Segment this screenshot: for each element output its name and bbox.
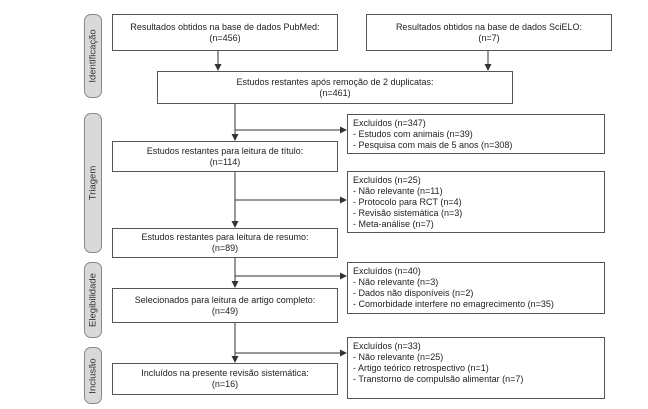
scielo-results-count: (n=7) (478, 32, 500, 43)
exclusion-3-item: - Comorbidade interfere no emagrecimento… (353, 299, 554, 309)
duplicates-removed-label: Estudos restantes após remoção de 2 dupl… (236, 76, 434, 87)
exclusion-3-title: Excluídos (n=40) (353, 266, 421, 276)
stage-label-identificacao: Identificação (84, 14, 102, 98)
title-screening-count: (n=114) (209, 156, 241, 167)
exclusion-4-item: - Não relevante (n=25) (353, 352, 444, 362)
title-screening-label: Estudos restantes para leitura de título… (146, 145, 304, 156)
abstract-screening-label: Estudos restantes para leitura de resumo… (141, 232, 309, 242)
exclusion-box-1: Excluídos (n=347) - Estudos com animais … (347, 114, 605, 154)
duplicates-removed-count: (n=461) (319, 87, 351, 98)
exclusion-3-item: - Dados não disponíveis (n=2) (353, 288, 474, 298)
abstract-screening-count: (n=89) (211, 243, 239, 253)
exclusion-3-item: - Não relevante (n=3) (353, 277, 439, 287)
exclusion-4-title: Excluídos (n=33) (353, 341, 421, 351)
stage-label-elegibilidade: Elegibilidade (84, 262, 102, 338)
stage-label-inclusao: Inclusão (84, 347, 102, 404)
pubmed-results-box: Resultados obtidos na base de dados PubM… (112, 14, 338, 51)
exclusion-4-item: - Transtorno de compulsão alimentar (n=7… (353, 374, 524, 384)
title-screening-box: Estudos restantes para leitura de título… (112, 141, 338, 172)
pubmed-results-label: Resultados obtidos na base de dados PubM… (130, 21, 320, 32)
exclusion-2-item: - Não relevante (n=11) (353, 186, 443, 196)
exclusion-4-item: - Artigo teórico retrospectivo (n=1) (353, 363, 489, 373)
exclusion-2-item: - Meta-análise (n=7) (353, 219, 434, 229)
abstract-screening-box: Estudos restantes para leitura de resumo… (112, 228, 338, 258)
full-text-count: (n=49) (211, 305, 239, 316)
exclusion-2-item: - Revisão sistemática (n=3) (353, 208, 463, 218)
included-studies-count: (n=16) (211, 379, 239, 389)
exclusion-1-title: Excluídos (n=347) (353, 118, 426, 128)
exclusion-2-title: Excluídos (n=25) (353, 175, 421, 185)
exclusion-2-item: - Protocolo para RCT (n=4) (353, 197, 462, 207)
stage-label-triagem: Triagem (84, 113, 102, 253)
full-text-box: Selecionados para leitura de artigo comp… (112, 288, 338, 323)
exclusion-box-3: Excluídos (n=40) - Não relevante (n=3) -… (347, 262, 605, 314)
exclusion-box-4: Excluídos (n=33) - Não relevante (n=25) … (347, 337, 605, 399)
included-studies-label: Incluídos na presente revisão sistemátic… (141, 368, 309, 378)
pubmed-results-count: (n=456) (209, 32, 241, 43)
full-text-label: Selecionados para leitura de artigo comp… (134, 294, 316, 305)
exclusion-1-item: - Estudos com animais (n=39) (353, 129, 473, 139)
included-studies-box: Incluídos na presente revisão sistemátic… (112, 363, 338, 395)
scielo-results-label: Resultados obtidos na base de dados SciE… (395, 21, 583, 32)
duplicates-removed-box: Estudos restantes após remoção de 2 dupl… (157, 71, 513, 104)
exclusion-box-2: Excluídos (n=25) - Não relevante (n=11) … (347, 171, 605, 233)
exclusion-1-item: - Pesquisa com mais de 5 anos (n=308) (353, 140, 513, 150)
scielo-results-box: Resultados obtidos na base de dados SciE… (366, 14, 612, 51)
